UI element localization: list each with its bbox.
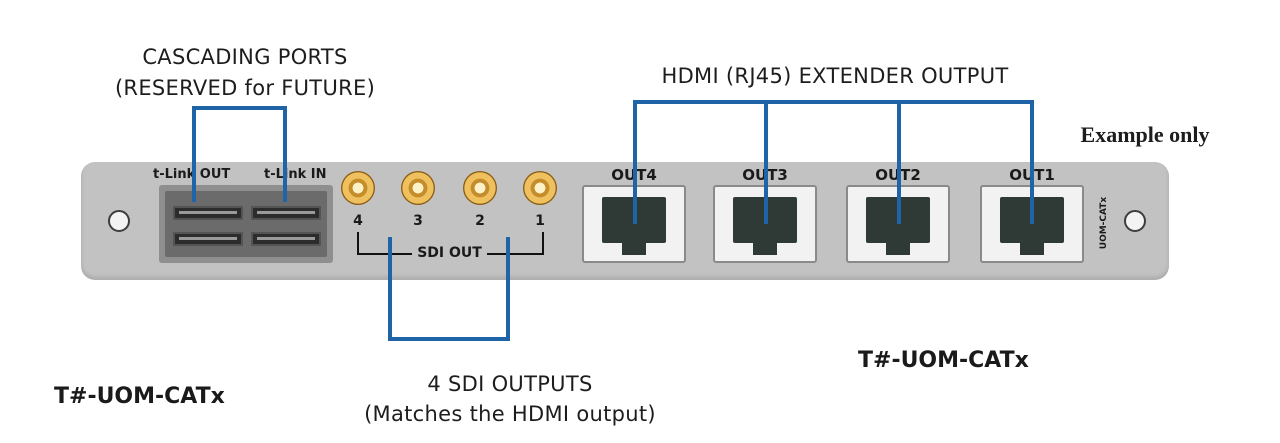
cascading-ports-subtitle: (RESERVED for FUTURE) (114, 76, 376, 100)
sdi-bnc-connector-4[interactable] (341, 171, 375, 205)
sdi-out-label: SDI OUT (417, 245, 482, 261)
sdi-outputs-title: 4 SDI OUTPUTS (427, 372, 593, 396)
sdi-out-bracket-bottom-left (357, 253, 412, 255)
sdi-bracket-right (506, 237, 510, 341)
sdi-port-number: 1 (535, 213, 545, 229)
sdi-bnc-connector-3[interactable] (401, 171, 435, 205)
cascade-bracket-right (283, 106, 287, 202)
tlink-in-label: t-Link IN (264, 167, 327, 182)
tlink-out-port[interactable] (173, 206, 243, 220)
model-name-left: T#-UOM-CATx (54, 384, 225, 409)
hdmi-bracket-top (633, 100, 1034, 104)
hdmi-drop-out3 (764, 100, 768, 224)
sdi-bracket-bottom (388, 337, 510, 341)
cascading-ports-title: CASCADING PORTS (142, 45, 348, 69)
rj45-port-out2[interactable] (846, 185, 950, 263)
hdmi-drop-out4 (633, 100, 637, 224)
cascade-bracket-top (192, 106, 287, 110)
sdi-bnc-connector-2[interactable] (463, 171, 497, 205)
left-screw (108, 210, 130, 232)
tlink-in-port[interactable] (251, 206, 321, 220)
cascading-port-block (159, 185, 333, 263)
tlink-out-port-lower[interactable] (173, 232, 243, 246)
cascade-bracket-left-drop (192, 162, 196, 202)
example-only-note: Example only (1080, 122, 1210, 147)
hdmi-drop-out1 (1030, 100, 1034, 224)
cascade-bracket-left (192, 106, 196, 202)
sdi-port-number: 2 (475, 213, 485, 229)
sdi-port-number: 4 (353, 213, 363, 229)
sdi-bnc-connector-1[interactable] (523, 171, 557, 205)
cascade-bracket-right-drop (283, 162, 287, 202)
sdi-out-bracket-left (357, 232, 359, 254)
module-side-label: UOM-CATx (1099, 196, 1110, 250)
hdmi-drop-out2 (897, 100, 901, 224)
model-name-right: T#-UOM-CATx (858, 348, 1029, 373)
sdi-outputs-subtitle: (Matches the HDMI output) (364, 402, 656, 426)
right-screw (1124, 210, 1146, 232)
sdi-port-number: 3 (413, 213, 423, 229)
sdi-out-bracket-bottom-right (487, 253, 544, 255)
tlink-in-port-lower[interactable] (251, 232, 321, 246)
sdi-out-bracket-right (542, 232, 544, 254)
tlink-out-label: t-Link OUT (153, 167, 231, 182)
sdi-bracket-left (388, 237, 392, 341)
hdmi-extender-title: HDMI (RJ45) EXTENDER OUTPUT (661, 64, 1009, 88)
